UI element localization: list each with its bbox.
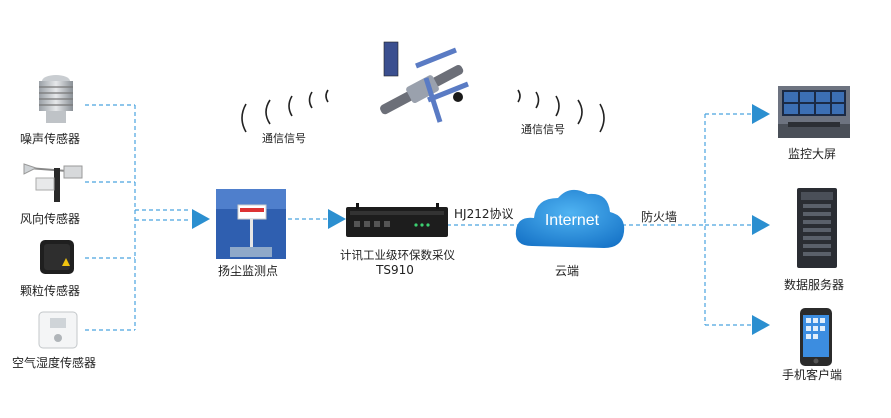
data-server-icon (797, 188, 837, 268)
signal-waves-right (517, 89, 605, 133)
signal-label-right: 通信信号 (521, 123, 565, 136)
sensor-label-humidity: 空气湿度传感器 (12, 356, 97, 370)
data-collector-device-icon (346, 203, 448, 237)
arrow-to-screen (752, 104, 770, 124)
monitoring-screen-icon (778, 86, 850, 138)
arrow-to-phone (752, 315, 770, 335)
protocol-label: HJ212协议 (454, 207, 514, 221)
cloud-internet-text: Internet (544, 212, 600, 229)
arrow-to-station (192, 209, 210, 229)
collector-label-line1: 计讯工业级环保数采仪 (340, 248, 455, 262)
arrow-to-server (752, 215, 770, 235)
output-label-phone: 手机客户端 (782, 368, 843, 382)
humidity-sensor-icon (38, 311, 78, 349)
sensor-label-noise: 噪声传感器 (20, 132, 81, 146)
signal-label-left: 通信信号 (262, 132, 306, 145)
internet-cloud-icon (515, 189, 625, 248)
station-label: 扬尘监测点 (218, 264, 279, 278)
dust-monitoring-station-icon (216, 189, 286, 259)
sensor-label-wind: 风向传感器 (20, 212, 81, 226)
signal-waves-left (241, 89, 329, 133)
wind-direction-sensor-icon (23, 163, 83, 202)
noise-sensor-icon (39, 75, 73, 123)
cloud-label: 云端 (555, 264, 580, 278)
sensor-label-particle: 颗粒传感器 (20, 284, 81, 298)
arrow-to-collector (328, 209, 346, 229)
satellite-icon (380, 41, 469, 123)
particle-sensor-icon (40, 240, 74, 274)
output-label-server: 数据服务器 (784, 278, 845, 292)
output-label-screen: 监控大屏 (788, 147, 837, 161)
mobile-client-icon (800, 308, 832, 366)
collector-label-line2: TS910 (376, 263, 414, 277)
firewall-label: 防火墙 (641, 210, 678, 224)
